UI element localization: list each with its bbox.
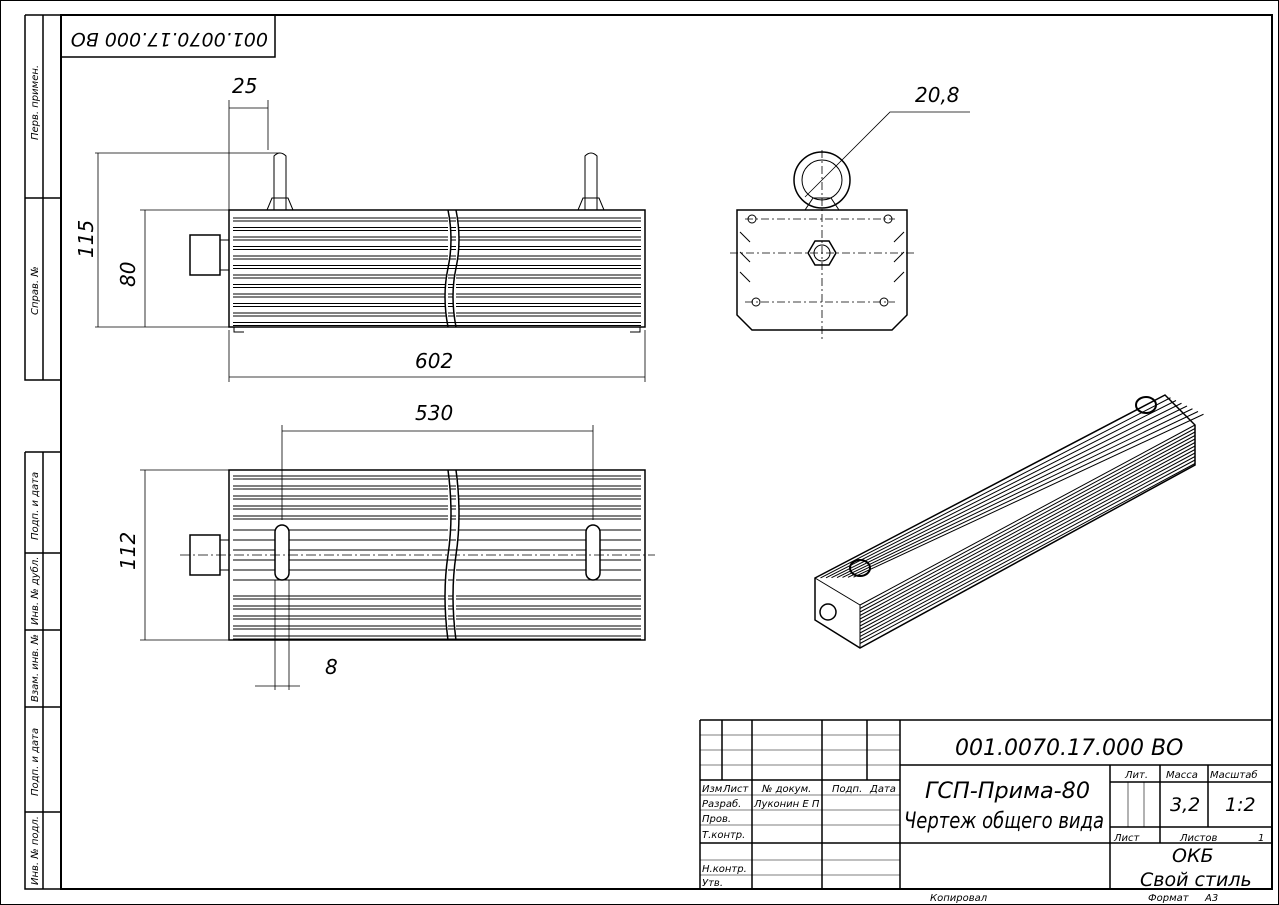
- stamp-box: [60, 14, 276, 58]
- scale-label: Масштаб: [1210, 769, 1258, 781]
- fin-line: [859, 456, 1196, 637]
- strip-label: Взам. инв. №: [30, 634, 41, 702]
- role-utv: Утв.: [702, 878, 723, 889]
- org-style: Свой стиль: [1140, 869, 1252, 891]
- dim-eye-diameter: 20,8: [915, 83, 960, 107]
- header-date: Дата: [869, 784, 896, 795]
- format-value: А3: [1204, 893, 1218, 904]
- title-code: 001.0070.17.000 ВО: [955, 736, 1183, 761]
- fin-line: [853, 413, 1204, 578]
- scale-value: 1:2: [1225, 794, 1256, 816]
- header-doc: № докум.: [761, 784, 811, 795]
- role-tkontr: Т.контр.: [702, 830, 745, 841]
- role-prov: Пров.: [702, 814, 731, 825]
- strip-label: Подп. и дата: [30, 728, 41, 796]
- title-subtitle: Чертеж общего вида: [904, 809, 1104, 834]
- fin-line: [859, 452, 1196, 634]
- fin-line: [831, 402, 1182, 579]
- fin-line: [859, 449, 1196, 630]
- fin-line: [859, 463, 1196, 644]
- sheets-value: 1: [1258, 833, 1264, 844]
- top-view: [140, 425, 655, 690]
- strip-label: Инв. № подл.: [30, 816, 41, 885]
- header-izm: Изм: [702, 784, 723, 795]
- fin-line: [859, 445, 1196, 627]
- dim-width: 112: [116, 532, 140, 570]
- developer-name: Луконин Е П: [753, 799, 820, 810]
- fin-line: [842, 408, 1193, 578]
- format-label: Формат: [1148, 893, 1190, 904]
- title-name: ГСП-Прима-80: [925, 779, 1090, 804]
- strip-label: Инв. № дубл.: [29, 557, 41, 625]
- mass-label: Масса: [1166, 770, 1198, 781]
- fin-line: [859, 431, 1196, 613]
- lit-label: Лит.: [1124, 770, 1148, 781]
- header-list: Лист: [722, 784, 750, 795]
- fin-line: [859, 459, 1196, 641]
- dim-overall-height: 115: [74, 220, 98, 258]
- fin-line: [859, 438, 1196, 620]
- dim-top-offset: 25: [232, 74, 257, 98]
- left-strip: [24, 14, 61, 890]
- stamp-code: 001.0070.17.000 ВО: [71, 28, 268, 50]
- fin-line: [859, 442, 1196, 623]
- fin-line: [820, 397, 1171, 579]
- fin-line: [836, 405, 1188, 579]
- dim-length: 602: [415, 349, 453, 373]
- isometric-view: [814, 394, 1204, 649]
- left-strip-labels: Перв. примен. Справ. № Подп. и дата Инв.…: [29, 65, 41, 885]
- role-nkontr: Н.контр.: [702, 864, 747, 875]
- front-view: [95, 100, 646, 382]
- fin-line: [859, 435, 1196, 616]
- mass-value: 3,2: [1170, 794, 1200, 816]
- strip-label: Справ. №: [30, 266, 41, 315]
- org-name: ОКБ: [1172, 845, 1213, 867]
- role-razrab: Разраб.: [702, 798, 741, 810]
- copied-label: Копировал: [930, 893, 988, 904]
- strip-label: Перв. примен.: [30, 65, 41, 140]
- dim-mount-width: 8: [325, 655, 338, 679]
- fin-line: [847, 411, 1199, 578]
- dim-body-height: 80: [116, 262, 140, 287]
- fin-line: [825, 400, 1177, 579]
- dim-mount-spacing: 530: [415, 401, 453, 425]
- sheets-label: Листов: [1179, 833, 1217, 844]
- title-block: [699, 719, 1272, 889]
- fin-line: [859, 428, 1196, 609]
- header-sign: Подп.: [832, 784, 862, 795]
- end-view: [730, 111, 970, 340]
- sheet-label: Лист: [1113, 833, 1141, 844]
- strip-label: Подп. и дата: [30, 472, 41, 540]
